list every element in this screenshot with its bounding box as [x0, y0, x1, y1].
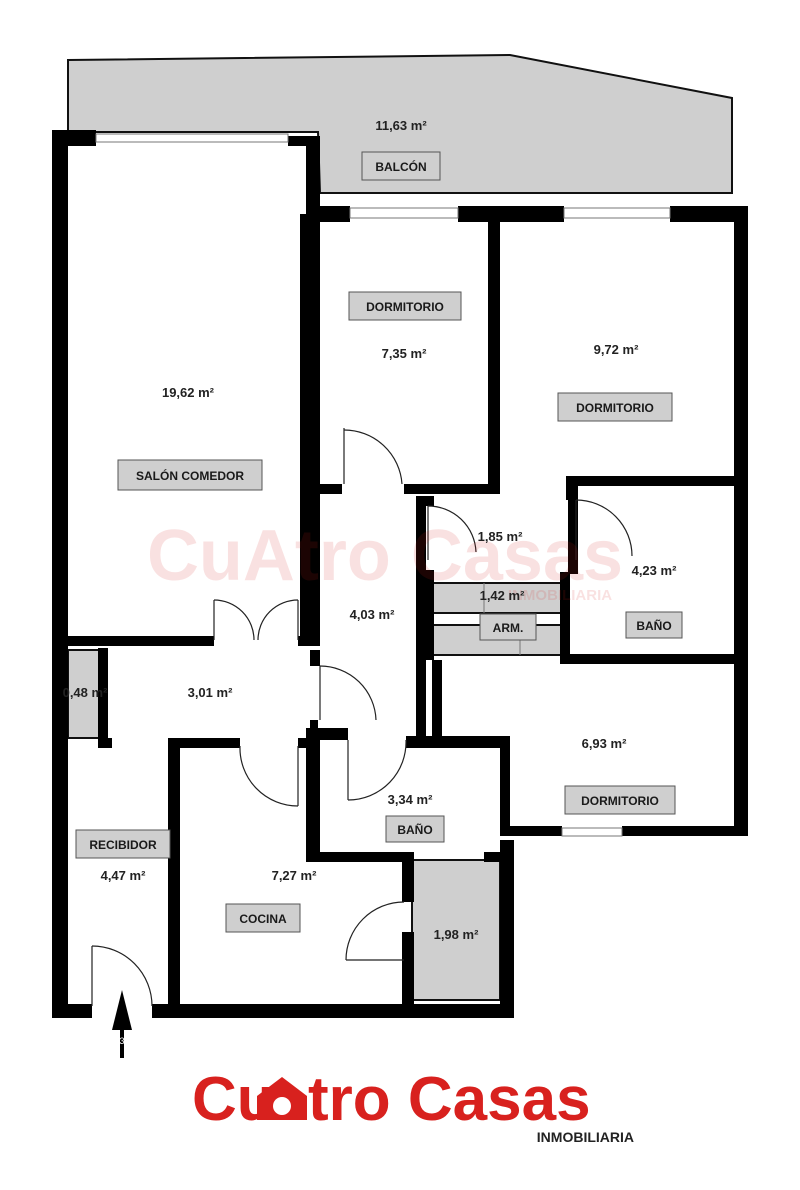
- windows: [95, 133, 671, 837]
- svg-text:4,47 m²: 4,47 m²: [101, 868, 146, 883]
- svg-text:1,85 m²: 1,85 m²: [478, 529, 523, 544]
- svg-text:11,63 m²: 11,63 m²: [375, 118, 427, 133]
- svg-text:19,62 m²: 19,62 m²: [162, 385, 215, 400]
- svg-text:RECIBIDOR: RECIBIDOR: [89, 838, 157, 852]
- entrance-marker: 138: [114, 1036, 129, 1046]
- doors: [91, 428, 633, 1007]
- svg-text:0,48 m²: 0,48 m²: [63, 685, 108, 700]
- brand-logo: Cu tro Casas INMOBILIARIA: [192, 1065, 634, 1145]
- svg-text:1,42 m²: 1,42 m²: [480, 588, 525, 603]
- svg-text:ARM.: ARM.: [493, 621, 524, 635]
- room-labels: BALCÓN DORMITORIO DORMITORIO SALÓN COMED…: [75, 151, 683, 933]
- svg-text:INMOBILIARIA: INMOBILIARIA: [537, 1129, 634, 1145]
- svg-text:DORMITORIO: DORMITORIO: [366, 300, 444, 314]
- entrance-arrow-icon: 138: [112, 990, 132, 1058]
- svg-text:7,27 m²: 7,27 m²: [272, 868, 317, 883]
- house-icon: [257, 1077, 307, 1120]
- svg-text:BAÑO: BAÑO: [397, 822, 432, 837]
- svg-text:INMOBILIARIA: INMOBILIARIA: [508, 587, 612, 604]
- svg-text:4,03 m²: 4,03 m²: [350, 607, 395, 622]
- svg-text:COCINA: COCINA: [239, 912, 287, 926]
- svg-text:4,23 m²: 4,23 m²: [632, 563, 677, 578]
- balcony-area: [67, 53, 733, 194]
- svg-text:tro Casas: tro Casas: [308, 1065, 591, 1134]
- pantry-fill: [411, 859, 501, 1001]
- svg-text:CuAtro Casas: CuAtro Casas: [147, 516, 623, 596]
- svg-text:DORMITORIO: DORMITORIO: [581, 794, 659, 808]
- svg-text:6,93 m²: 6,93 m²: [582, 736, 627, 751]
- svg-text:SALÓN COMEDOR: SALÓN COMEDOR: [136, 468, 244, 483]
- svg-text:9,72 m²: 9,72 m²: [594, 342, 639, 357]
- area-values: 11,63 m² 7,35 m² 9,72 m² 19,62 m² 1,85 m…: [63, 118, 677, 942]
- svg-text:7,35 m²: 7,35 m²: [382, 346, 427, 361]
- watermark: CuAtro Casas INMOBILIARIA: [147, 516, 623, 604]
- svg-text:3,01 m²: 3,01 m²: [188, 685, 233, 700]
- svg-text:DORMITORIO: DORMITORIO: [576, 401, 654, 415]
- svg-text:3,34 m²: 3,34 m²: [388, 792, 433, 807]
- svg-text:BALCÓN: BALCÓN: [375, 159, 426, 174]
- svg-text:1,98 m²: 1,98 m²: [434, 927, 479, 942]
- svg-text:BAÑO: BAÑO: [636, 618, 671, 633]
- walls: [52, 130, 748, 1018]
